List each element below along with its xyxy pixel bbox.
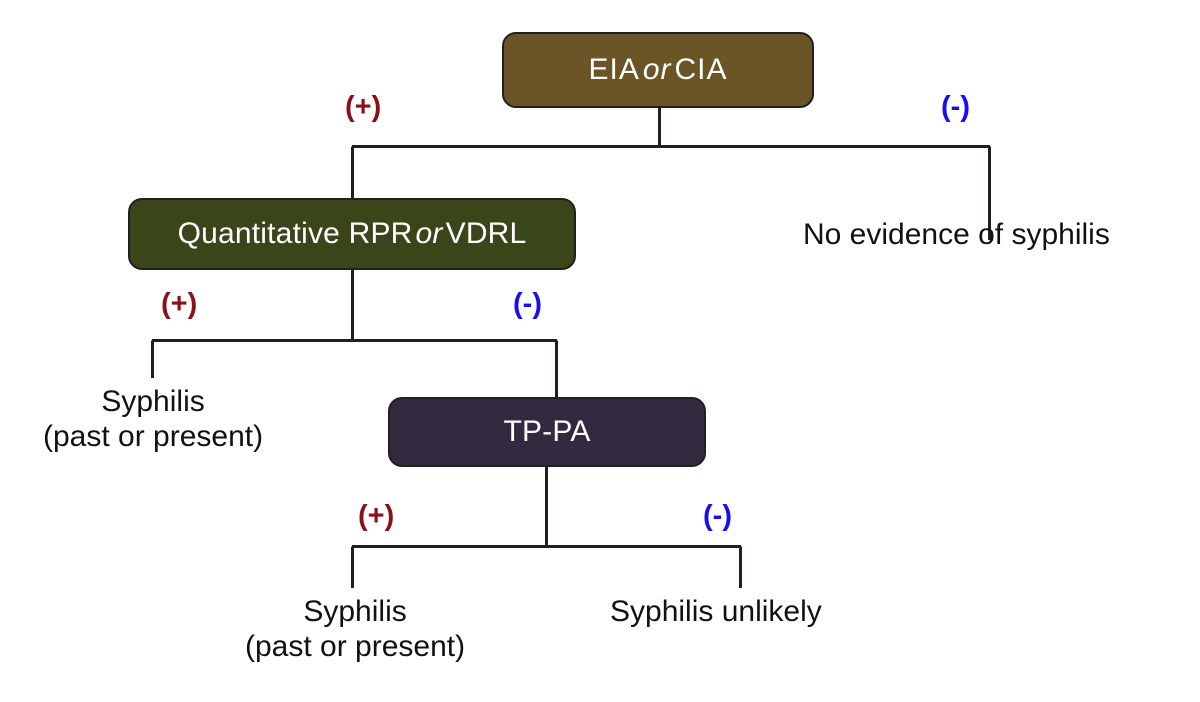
outcome-syphilis-unlikely-line1: Syphilis unlikely xyxy=(610,595,822,628)
node-rpr-text-after: VDRL xyxy=(445,217,527,250)
outcome-syphilis-left-line1: Syphilis xyxy=(101,385,205,418)
outcome-syphilis-past-or-present-left: Syphilis (past or present) xyxy=(43,385,263,454)
outcome-no-evidence-line1: No evidence of syphilis xyxy=(803,218,1110,251)
node-tp-pa[interactable]: TP-PA xyxy=(388,397,706,467)
node-eia-cia-text-before: EIA xyxy=(588,53,640,86)
node-eia-cia-text-after: CIA xyxy=(674,53,728,86)
outcome-no-evidence-of-syphilis: No evidence of syphilis xyxy=(803,218,1110,253)
outcome-syphilis-left-line2: (past or present) xyxy=(43,419,264,453)
node-rpr-text-em: or xyxy=(415,217,443,250)
node-rpr-text-before: Quantitative RPR xyxy=(177,217,413,250)
outcome-syphilis-unlikely: Syphilis unlikely xyxy=(610,595,822,630)
branch-label-level1-negative: (-) xyxy=(941,91,970,123)
node-eia-cia-text-em: or xyxy=(642,53,672,86)
branch-label-level2-negative: (-) xyxy=(513,288,542,320)
outcome-syphilis-bottom-line1: Syphilis xyxy=(303,595,407,628)
node-tp-pa-label: TP-PA xyxy=(503,415,591,448)
outcome-syphilis-bottom-line2: (past or present) xyxy=(245,629,466,663)
branch-label-level3-positive: (+) xyxy=(358,500,395,532)
branch-label-level3-negative: (-) xyxy=(703,500,732,532)
branch-label-level2-positive: (+) xyxy=(161,288,198,320)
branch-label-level1-positive: (+) xyxy=(345,91,382,123)
outcome-syphilis-past-or-present-bottom: Syphilis (past or present) xyxy=(245,595,465,664)
